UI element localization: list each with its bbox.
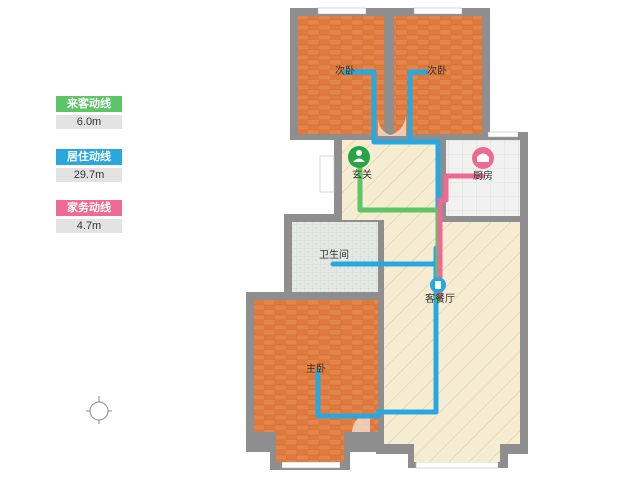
label-entrance: 玄关 bbox=[352, 168, 372, 181]
pot-marker-icon bbox=[472, 147, 494, 169]
room-living-dining bbox=[384, 222, 520, 444]
room-living-upper bbox=[384, 214, 440, 224]
legend-housework-value: 4.7m bbox=[56, 219, 122, 233]
label-bedroom2-right: 次卧 bbox=[427, 64, 447, 77]
living-route-right bbox=[407, 69, 429, 145]
compass-icon bbox=[86, 396, 112, 424]
routes bbox=[315, 69, 485, 419]
housework-route-line bbox=[437, 173, 485, 299]
person-marker-icon bbox=[348, 146, 370, 168]
room-master-bay bbox=[276, 432, 344, 462]
room-living-bay bbox=[414, 440, 500, 462]
legend-living-value: 29.7m bbox=[56, 168, 122, 182]
room-bedroom2-left bbox=[298, 16, 384, 134]
legend-living-route: 居住动线 29.7m bbox=[56, 149, 122, 182]
label-master-bedroom: 主卧 bbox=[306, 362, 326, 375]
legend-guest-value: 6.0m bbox=[56, 115, 122, 129]
legend-living-label: 居住动线 bbox=[56, 149, 122, 165]
living-marker-icon bbox=[430, 277, 446, 293]
room-bathroom bbox=[292, 222, 378, 292]
label-living-dining: 客餐厅 bbox=[425, 292, 455, 305]
windows bbox=[281, 7, 519, 469]
label-bathroom: 卫生间 bbox=[319, 248, 349, 261]
legend-housework-label: 家务动线 bbox=[56, 200, 122, 216]
legend-housework-route: 家务动线 4.7m bbox=[56, 200, 122, 233]
label-bedroom2-left: 次卧 bbox=[335, 64, 355, 77]
doors bbox=[319, 116, 406, 432]
legend-guest-label: 来客动线 bbox=[56, 96, 122, 112]
legend-guest-route: 来客动线 6.0m bbox=[56, 96, 122, 129]
label-kitchen: 厨房 bbox=[473, 169, 493, 182]
